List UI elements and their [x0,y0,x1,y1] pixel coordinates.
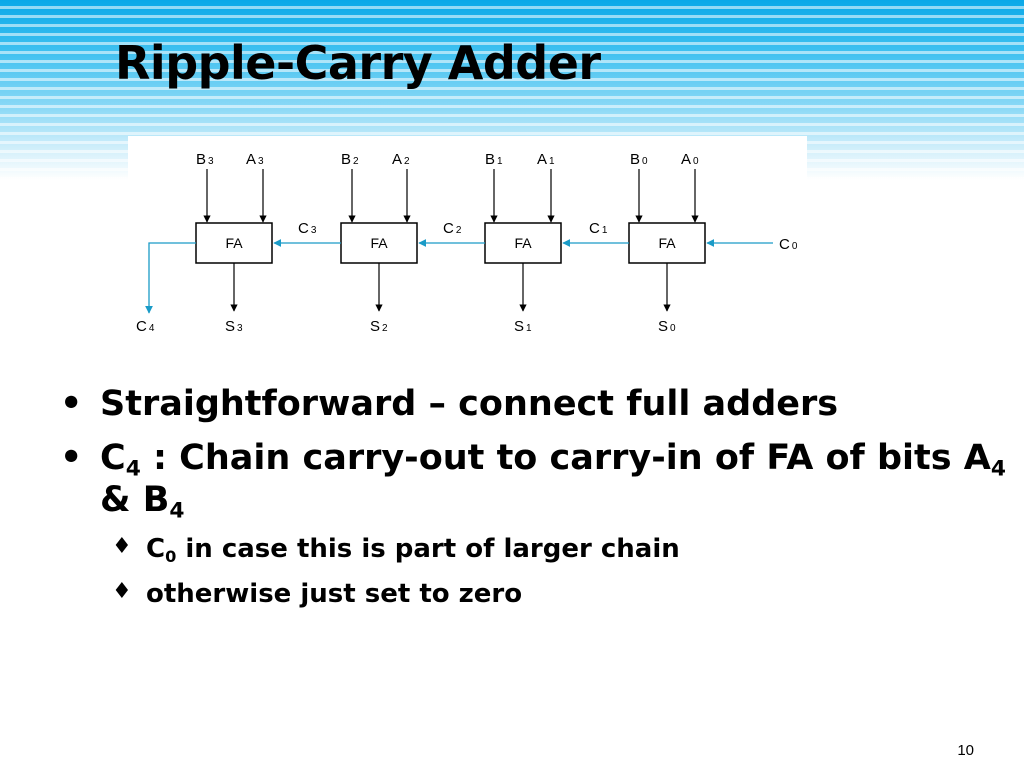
fa-label: FA [370,235,388,251]
bullet-list: • Straightforward – connect full adders … [60,383,1010,622]
fa-label: FA [658,235,676,251]
sub-bullet-item: ♦ C0 in case this is part of larger chai… [60,533,1010,566]
carry-out-wire [145,242,196,314]
sub-bullet-text: otherwise just set to zero [146,578,523,609]
bullet-item: • C4 : Chain carry-out to carry-in of FA… [60,437,1010,524]
diamond-bullet-icon: ♦ [112,534,132,559]
diamond-bullet-icon: ♦ [112,578,132,604]
fa-label: FA [225,235,243,251]
sub-bullet-text: C0 in case this is part of larger chain [146,534,680,566]
slide-title: Ripple-Carry Adder [115,36,601,90]
bullet-glyph: • [60,438,83,478]
bullet-glyph: • [60,384,83,424]
bullet-text: Straightforward – connect full adders [100,384,839,424]
sub-bullet-item: ♦ otherwise just set to zero [60,578,1010,611]
page-number: 10 [957,742,974,759]
bullet-text: C4 : Chain carry-out to carry-in of FA o… [100,438,1006,524]
bullet-item: • Straightforward – connect full adders [60,383,1010,425]
fa-label: FA [514,235,532,251]
